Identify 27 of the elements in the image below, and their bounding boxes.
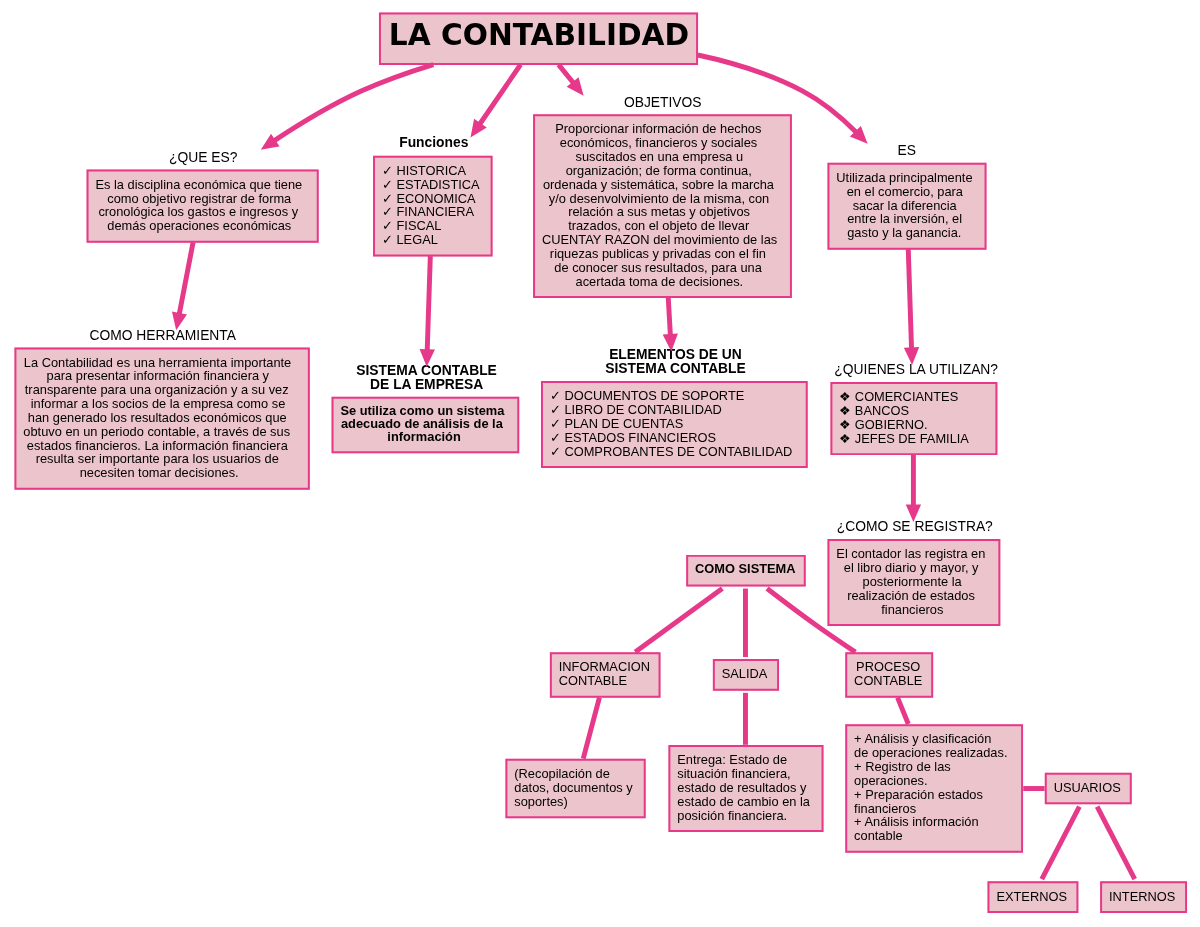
node-label: ELEMENTOS DE UN SISTEMA CONTABLE [604, 346, 746, 377]
connector [633, 586, 724, 654]
arrow [905, 455, 921, 522]
node-label: ES [897, 141, 916, 158]
arrow [419, 256, 435, 367]
node-label: SISTEMA CONTABLE DE LA EMPRESA [355, 362, 497, 393]
node-label: OBJETIVOS [623, 93, 702, 110]
arrow [696, 52, 868, 144]
arrow [662, 297, 678, 352]
connector [742, 588, 748, 657]
connector [1039, 805, 1082, 881]
arrow [171, 241, 196, 331]
connector [742, 692, 748, 745]
connector [580, 697, 602, 760]
connector [765, 586, 857, 655]
node-label: ¿QUIENES LA UTILIZAN? [833, 361, 998, 378]
arrow [903, 249, 919, 365]
node-label: ¿COMO SE REGISTRA? [836, 518, 993, 535]
connector [1094, 805, 1137, 881]
node-label: COMO HERRAMIENTA [89, 326, 236, 343]
node-label: ¿QUE ES? [168, 148, 237, 165]
connector [1022, 786, 1045, 791]
node-label: Funciones [398, 134, 468, 151]
arrow [260, 62, 434, 150]
arrow [556, 63, 584, 96]
arrow [470, 63, 523, 138]
connector [894, 696, 911, 725]
